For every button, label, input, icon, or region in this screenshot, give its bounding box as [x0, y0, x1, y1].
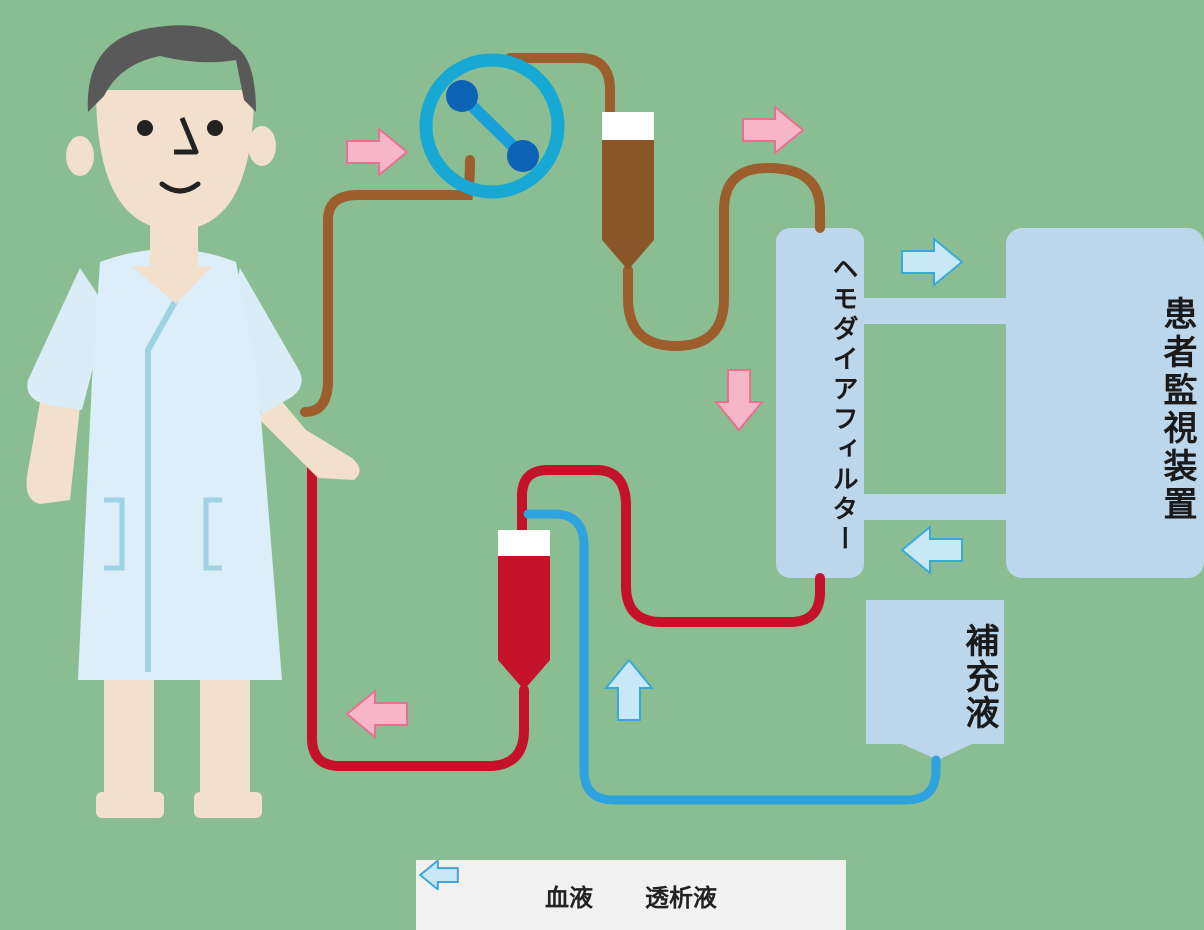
- monitor-connectors: [858, 298, 1010, 520]
- legend-label-blood: 血液: [545, 883, 593, 912]
- gown-pocket-right: [203, 497, 222, 571]
- gown-sleeve-left: [27, 268, 108, 410]
- gown-seam: [145, 298, 179, 672]
- patient-arm-left: [26, 380, 82, 504]
- hemodiafilter-box: [776, 228, 864, 578]
- patient-arm-right: [260, 380, 360, 480]
- replacement-fluid-line: [523, 509, 941, 805]
- legend: 血液 透析液: [416, 860, 846, 930]
- legend-item-dialysate: 透析液: [418, 860, 717, 913]
- patient-leg-left: [104, 660, 154, 810]
- replacement-fluid-label: 補充液: [959, 623, 999, 731]
- venous-drip-chamber: [498, 530, 550, 690]
- hemodiafilter-label: ヘモダイアフィルター: [828, 255, 858, 555]
- patient-hair: [87, 25, 257, 112]
- blood-line-to-pump: [300, 155, 475, 417]
- arterial-drip-chamber: [602, 112, 654, 270]
- legend-item-blood: 血液: [418, 860, 593, 913]
- blue-arrow-icon: [418, 860, 459, 890]
- patient-monitor-box: [1006, 228, 1204, 578]
- legend-label-dialysate: 透析液: [645, 883, 717, 912]
- blood-line-pump-to-chamber: [505, 53, 615, 115]
- gown-sleeve-right: [228, 268, 302, 414]
- replacement-fluid-bag: [866, 600, 1004, 760]
- patient-figure: [26, 25, 360, 818]
- gown-pocket-left: [104, 497, 125, 571]
- gown-body: [78, 249, 282, 680]
- patient-leg-right: [200, 660, 250, 810]
- patient-monitor-label: 患者監視装置: [1157, 296, 1197, 524]
- blood-line-chamber-to-filter: [623, 162, 825, 352]
- blood-pump: [419, 53, 565, 199]
- blood-line-return-to-patient: [307, 437, 529, 771]
- blood-line-filter-to-chamber: [517, 465, 825, 627]
